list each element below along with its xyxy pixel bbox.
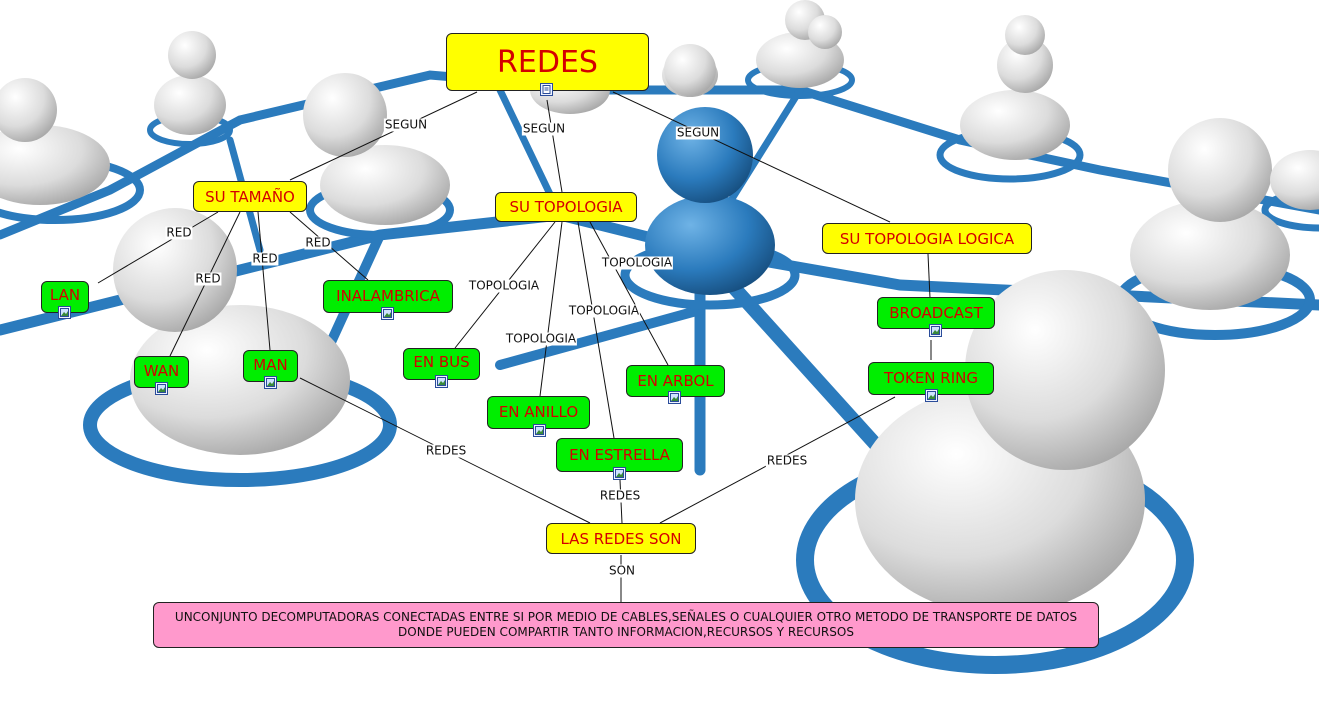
link-label-topologia[interactable]: TOPOLOGIA	[600, 255, 674, 270]
image-icon[interactable]	[435, 375, 448, 388]
image-icon[interactable]	[381, 307, 394, 320]
concept-token-ring-label: TOKEN RING	[884, 369, 978, 387]
concept-en-arbol-label: EN ARBOL	[637, 372, 714, 390]
concept-definicion[interactable]: UNCONJUNTO DECOMPUTADORAS CONECTADAS ENT…	[153, 602, 1099, 648]
concept-las-redes-son[interactable]: LAS REDES SON	[546, 523, 696, 554]
concept-broadcast-label: BROADCAST	[889, 304, 983, 322]
link-label-son[interactable]: SON	[607, 563, 637, 578]
image-icon[interactable]	[925, 389, 938, 402]
concept-su-topologia-logica-label: SU TOPOLOGIA LOGICA	[839, 229, 1015, 248]
link-label-redes[interactable]: REDES	[598, 488, 642, 503]
link-label-redes[interactable]: REDES	[765, 453, 809, 468]
concept-su-topologia-label: SU TOPOLOGIA	[509, 198, 623, 216]
concept-definicion-label: UNCONJUNTO DECOMPUTADORAS CONECTADAS ENT…	[174, 610, 1078, 639]
concept-en-anillo-label: EN ANILLO	[498, 403, 579, 421]
link-label-red[interactable]: RED	[194, 271, 222, 286]
image-icon[interactable]	[155, 382, 168, 395]
image-icon[interactable]	[613, 467, 626, 480]
concept-redes-label: REDES	[497, 44, 598, 80]
link-label-topologia[interactable]: TOPOLOGIA	[467, 278, 541, 293]
concept-en-bus-label: EN BUS	[413, 353, 470, 371]
image-icon[interactable]	[264, 376, 277, 389]
link-label-segun[interactable]: SEGUN	[383, 117, 429, 132]
image-icon[interactable]	[668, 391, 681, 404]
link-label-topologia[interactable]: TOPOLOGIA	[504, 331, 578, 346]
link-label-red[interactable]: RED	[304, 235, 332, 250]
concept-en-estrella-label: EN ESTRELLA	[569, 446, 670, 464]
concept-su-topologia[interactable]: SU TOPOLOGIA	[495, 192, 637, 222]
concept-en-anillo[interactable]: EN ANILLO	[487, 396, 590, 429]
concept-wan-label: WAN	[143, 362, 180, 380]
concept-lan-label: LAN	[49, 286, 81, 304]
concept-broadcast[interactable]: BROADCAST	[877, 297, 995, 329]
link-label-red[interactable]: RED	[165, 225, 193, 240]
link-label-red[interactable]: RED	[251, 251, 279, 266]
concept-lan[interactable]: LAN	[41, 281, 89, 313]
image-icon[interactable]	[533, 424, 546, 437]
link-label-redes[interactable]: REDES	[424, 443, 468, 458]
concept-las-redes-son-label: LAS REDES SON	[560, 529, 682, 548]
concept-man[interactable]: MAN	[243, 350, 298, 382]
concept-inalambrica-label: INALAMBRICA	[336, 287, 440, 305]
image-icon[interactable]	[929, 324, 942, 337]
concept-su-tamano[interactable]: SU TAMAÑO	[193, 181, 307, 212]
concept-inalambrica[interactable]: INALAMBRICA	[323, 280, 453, 313]
link-label-segun[interactable]: SEGUN	[521, 121, 567, 136]
concept-su-tamano-label: SU TAMAÑO	[205, 187, 295, 206]
concept-su-topologia-logica[interactable]: SU TOPOLOGIA LOGICA	[822, 223, 1032, 254]
link-label-segun[interactable]: SEGUN	[675, 125, 721, 140]
image-icon[interactable]	[58, 306, 71, 319]
link-label-topologia[interactable]: TOPOLOGIA	[567, 303, 641, 318]
document-icon[interactable]	[540, 83, 553, 96]
concept-en-bus[interactable]: EN BUS	[403, 348, 480, 380]
concept-en-estrella[interactable]: EN ESTRELLA	[556, 438, 683, 472]
concept-man-label: MAN	[253, 356, 288, 374]
